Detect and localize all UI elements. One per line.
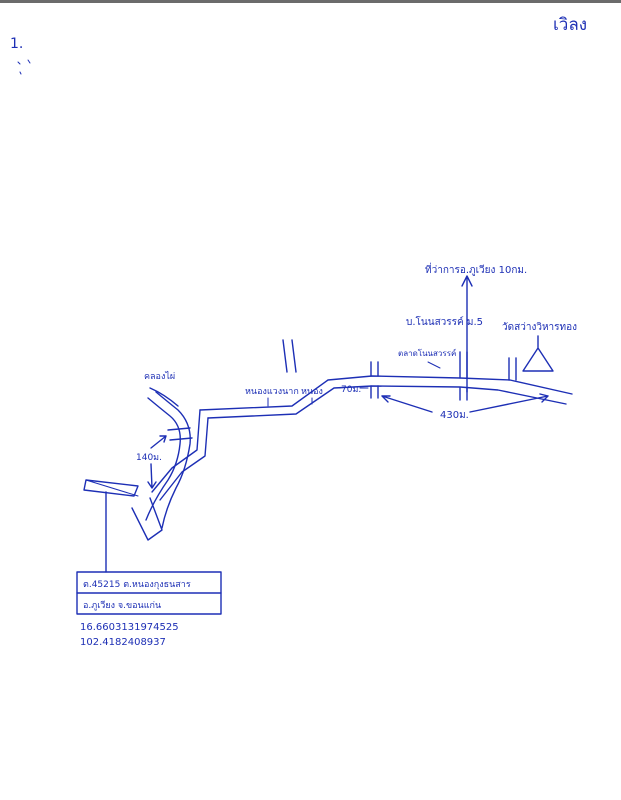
label-canal: คลองไผ่ [144, 371, 175, 382]
label-village: บ.โนนสวรรค์ ม.5 [406, 315, 483, 328]
south-road-edge-a [151, 409, 201, 493]
shop-pointer [427, 361, 441, 369]
coord-lat: 16.66031319745​25 [80, 622, 179, 633]
temple-icon [522, 335, 554, 372]
arrow-140-down [147, 463, 157, 489]
crossroad-3 [508, 357, 517, 381]
bridge [167, 427, 193, 441]
side-road-north [282, 339, 297, 373]
destination-area [131, 497, 163, 541]
label-dist-140: 140ม. [136, 453, 162, 463]
label-junction-right: หนอง [301, 387, 323, 397]
label-junction-left: หนองแวงนาก [245, 387, 299, 397]
lot-diagonal [85, 479, 139, 497]
south-road-edge-b [159, 417, 209, 501]
main-road-edge-b [207, 385, 567, 419]
north-arrow-icon [461, 275, 473, 287]
canal-edge-a [145, 397, 181, 521]
crossroad-2 [459, 351, 468, 401]
location-line-1: ต.45215 ต.หนองกุงธนสาร [83, 580, 191, 590]
label-dist-70: 70ม. [341, 385, 361, 395]
label-dist-430: 430ม. [440, 410, 469, 421]
label-shop: ตลาดโนนสวรรค์ [398, 348, 456, 358]
scan-edge-line [0, 0, 621, 3]
location-line-2: อ.ภูเวียง จ.ขอนแก่น [83, 600, 161, 611]
page-number: เวิลง [553, 15, 587, 35]
dim-430-left [381, 395, 433, 413]
scribble-marks [17, 59, 31, 75]
label-temple: วัดสว่างวิหารทอง [502, 322, 577, 333]
canal-edge-b [155, 391, 191, 529]
canal-edge-c [149, 387, 179, 407]
coord-lon: 102.418​2408937 [80, 637, 166, 648]
label-to-amphoe: ที่ว่าการอ.ภูเวียง 10กม. [425, 262, 527, 276]
main-road-edge-a [199, 375, 573, 411]
arrow-140-up [150, 435, 167, 449]
crossroad-1 [370, 361, 379, 399]
corner-mark: 1. [10, 36, 23, 52]
destination-lot [83, 479, 139, 497]
dim-430-right [469, 393, 549, 413]
